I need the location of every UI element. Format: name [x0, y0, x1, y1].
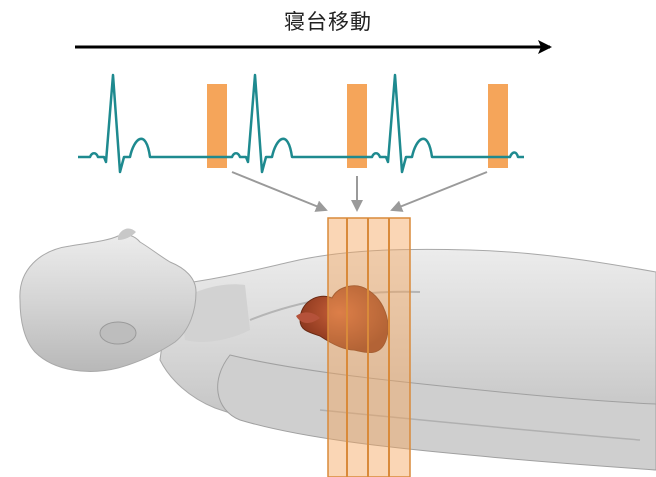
gate-window-3	[488, 84, 508, 168]
gate-window-1	[207, 84, 227, 168]
ecg-waveform	[78, 75, 524, 172]
stacked-slabs	[328, 218, 410, 477]
gate-arrow-left	[232, 172, 326, 210]
gate-arrow-right	[392, 172, 487, 210]
gate-window-2	[347, 84, 367, 168]
